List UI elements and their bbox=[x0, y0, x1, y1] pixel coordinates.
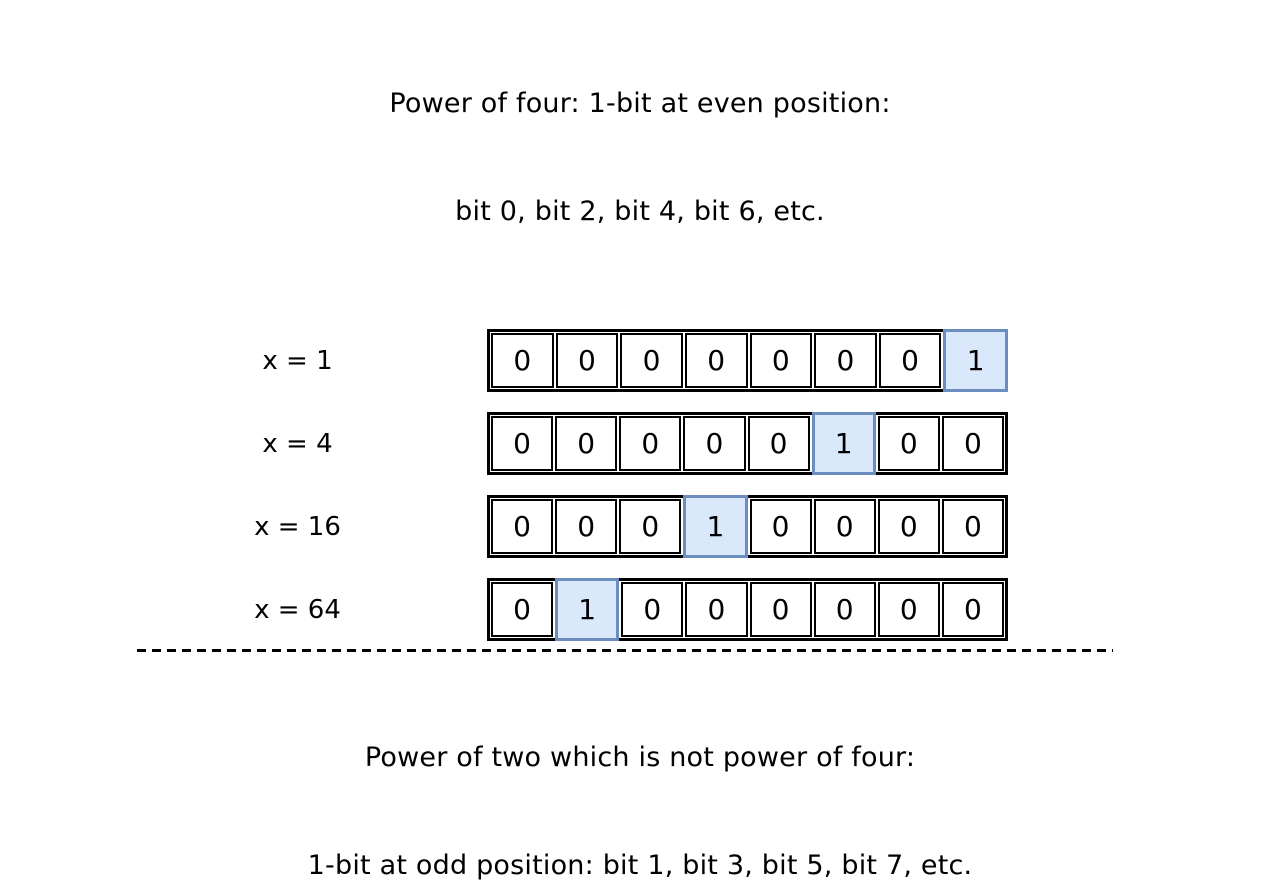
bit-cell: 0 bbox=[941, 582, 1004, 637]
bit-cell: 0 bbox=[877, 582, 940, 637]
bit-cell: 0 bbox=[941, 499, 1004, 554]
section-title-power-of-four: Power of four: 1-bit at even position: b… bbox=[0, 14, 1280, 302]
section-title-power-of-two-not-four: Power of two which is not power of four:… bbox=[0, 668, 1280, 891]
bit-cell-highlighted: 1 bbox=[811, 412, 876, 475]
bit-cell: 0 bbox=[491, 416, 554, 471]
bit-cell: 0 bbox=[491, 499, 554, 554]
row-label: x = 1 bbox=[262, 345, 333, 376]
bit-cell: 0 bbox=[749, 333, 813, 388]
bit-cell-highlighted: 1 bbox=[555, 578, 620, 641]
bit-cell: 0 bbox=[878, 333, 942, 388]
bit-cell: 0 bbox=[619, 416, 682, 471]
title-line: bit 0, bit 2, bit 4, bit 6, etc. bbox=[455, 196, 825, 227]
bit-cell-highlighted: 1 bbox=[943, 329, 1008, 392]
row-label: x = 64 bbox=[254, 594, 341, 625]
bit-cell: 0 bbox=[813, 582, 876, 637]
bit-cell-highlighted: 1 bbox=[683, 495, 748, 558]
bit-cell: 0 bbox=[620, 333, 683, 388]
bit-cell: 0 bbox=[555, 333, 619, 388]
bit-cell: 0 bbox=[814, 333, 877, 388]
bit-cell: 0 bbox=[813, 499, 876, 554]
section-power-of-four: Power of four: 1-bit at even position: b… bbox=[0, 14, 1280, 641]
bit-cell: 0 bbox=[749, 499, 812, 554]
bit-cell: 0 bbox=[555, 416, 618, 471]
section-power-of-two-not-four: Power of two which is not power of four:… bbox=[0, 668, 1280, 891]
bit-cell: 0 bbox=[877, 499, 940, 554]
section-divider bbox=[137, 649, 1113, 652]
bit-cell: 0 bbox=[555, 499, 618, 554]
title-line: Power of two which is not power of four: bbox=[364, 742, 916, 773]
bit-cell: 0 bbox=[491, 333, 554, 388]
bit-cell: 0 bbox=[621, 582, 684, 637]
title-line: 1-bit at odd position: bit 1, bit 3, bit… bbox=[307, 850, 973, 881]
bit-cell: 0 bbox=[685, 582, 748, 637]
bit-cell: 0 bbox=[684, 333, 748, 388]
bit-cell: 0 bbox=[619, 499, 682, 554]
bit-cell: 0 bbox=[491, 582, 554, 637]
title-line: Power of four: 1-bit at even position: bbox=[389, 88, 891, 119]
bit-cell: 0 bbox=[749, 582, 812, 637]
bit-cell: 0 bbox=[877, 416, 940, 471]
bit-cell: 0 bbox=[747, 416, 810, 471]
bit-cell: 0 bbox=[941, 416, 1004, 471]
row-label: x = 4 bbox=[262, 428, 333, 459]
bit-cell: 0 bbox=[683, 416, 746, 471]
row-label: x = 16 bbox=[254, 511, 341, 542]
